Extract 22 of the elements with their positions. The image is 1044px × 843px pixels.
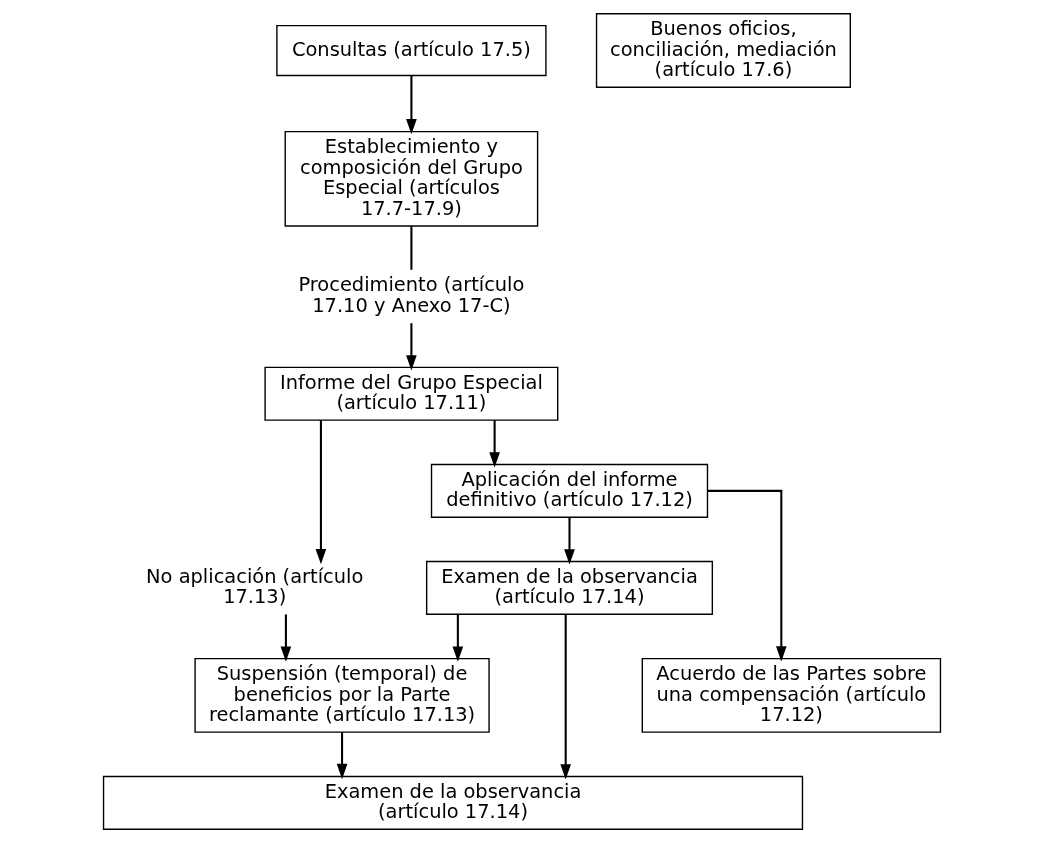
node-box: Buenos oficios, conciliación, mediación (artículo 17.6) bbox=[595, 13, 851, 88]
arrow bbox=[280, 614, 292, 662]
arrow bbox=[489, 420, 500, 468]
node-box: Acuerdo de las Partes sobre una compensación (artículo 17.12) bbox=[641, 657, 942, 733]
node-text: No aplicación (artículo 17.13) bbox=[146, 564, 364, 609]
arrow bbox=[707, 489, 787, 662]
connector bbox=[410, 226, 413, 270]
node-box: Informe del Grupo Especial (artículo 17.11) bbox=[264, 366, 559, 421]
arrow bbox=[406, 323, 417, 371]
node-box: Suspensión (temporal) de beneficios por la Parte reclamante (artículo 17.13) bbox=[194, 657, 490, 733]
node-box: Examen de la observancia (artículo 17.14) bbox=[102, 775, 804, 830]
node-box: Establecimiento y composición del Grupo Especial (artículos 17.7-17.9) bbox=[284, 130, 539, 227]
arrow bbox=[315, 420, 327, 565]
arrow bbox=[452, 614, 464, 662]
node-text: Procedimiento (artículo 17.10 y Anexo 17-C) bbox=[298, 273, 525, 318]
arrow bbox=[336, 732, 348, 780]
node-box: Consultas (artículo 17.5) bbox=[276, 24, 547, 77]
arrow bbox=[406, 75, 417, 135]
arrow bbox=[560, 614, 572, 780]
arrow bbox=[564, 517, 575, 565]
node-box: Aplicación del informe definitivo (artículo 17.12) bbox=[430, 463, 709, 518]
node-box: Examen de la observancia (artículo 17.14) bbox=[425, 560, 714, 615]
